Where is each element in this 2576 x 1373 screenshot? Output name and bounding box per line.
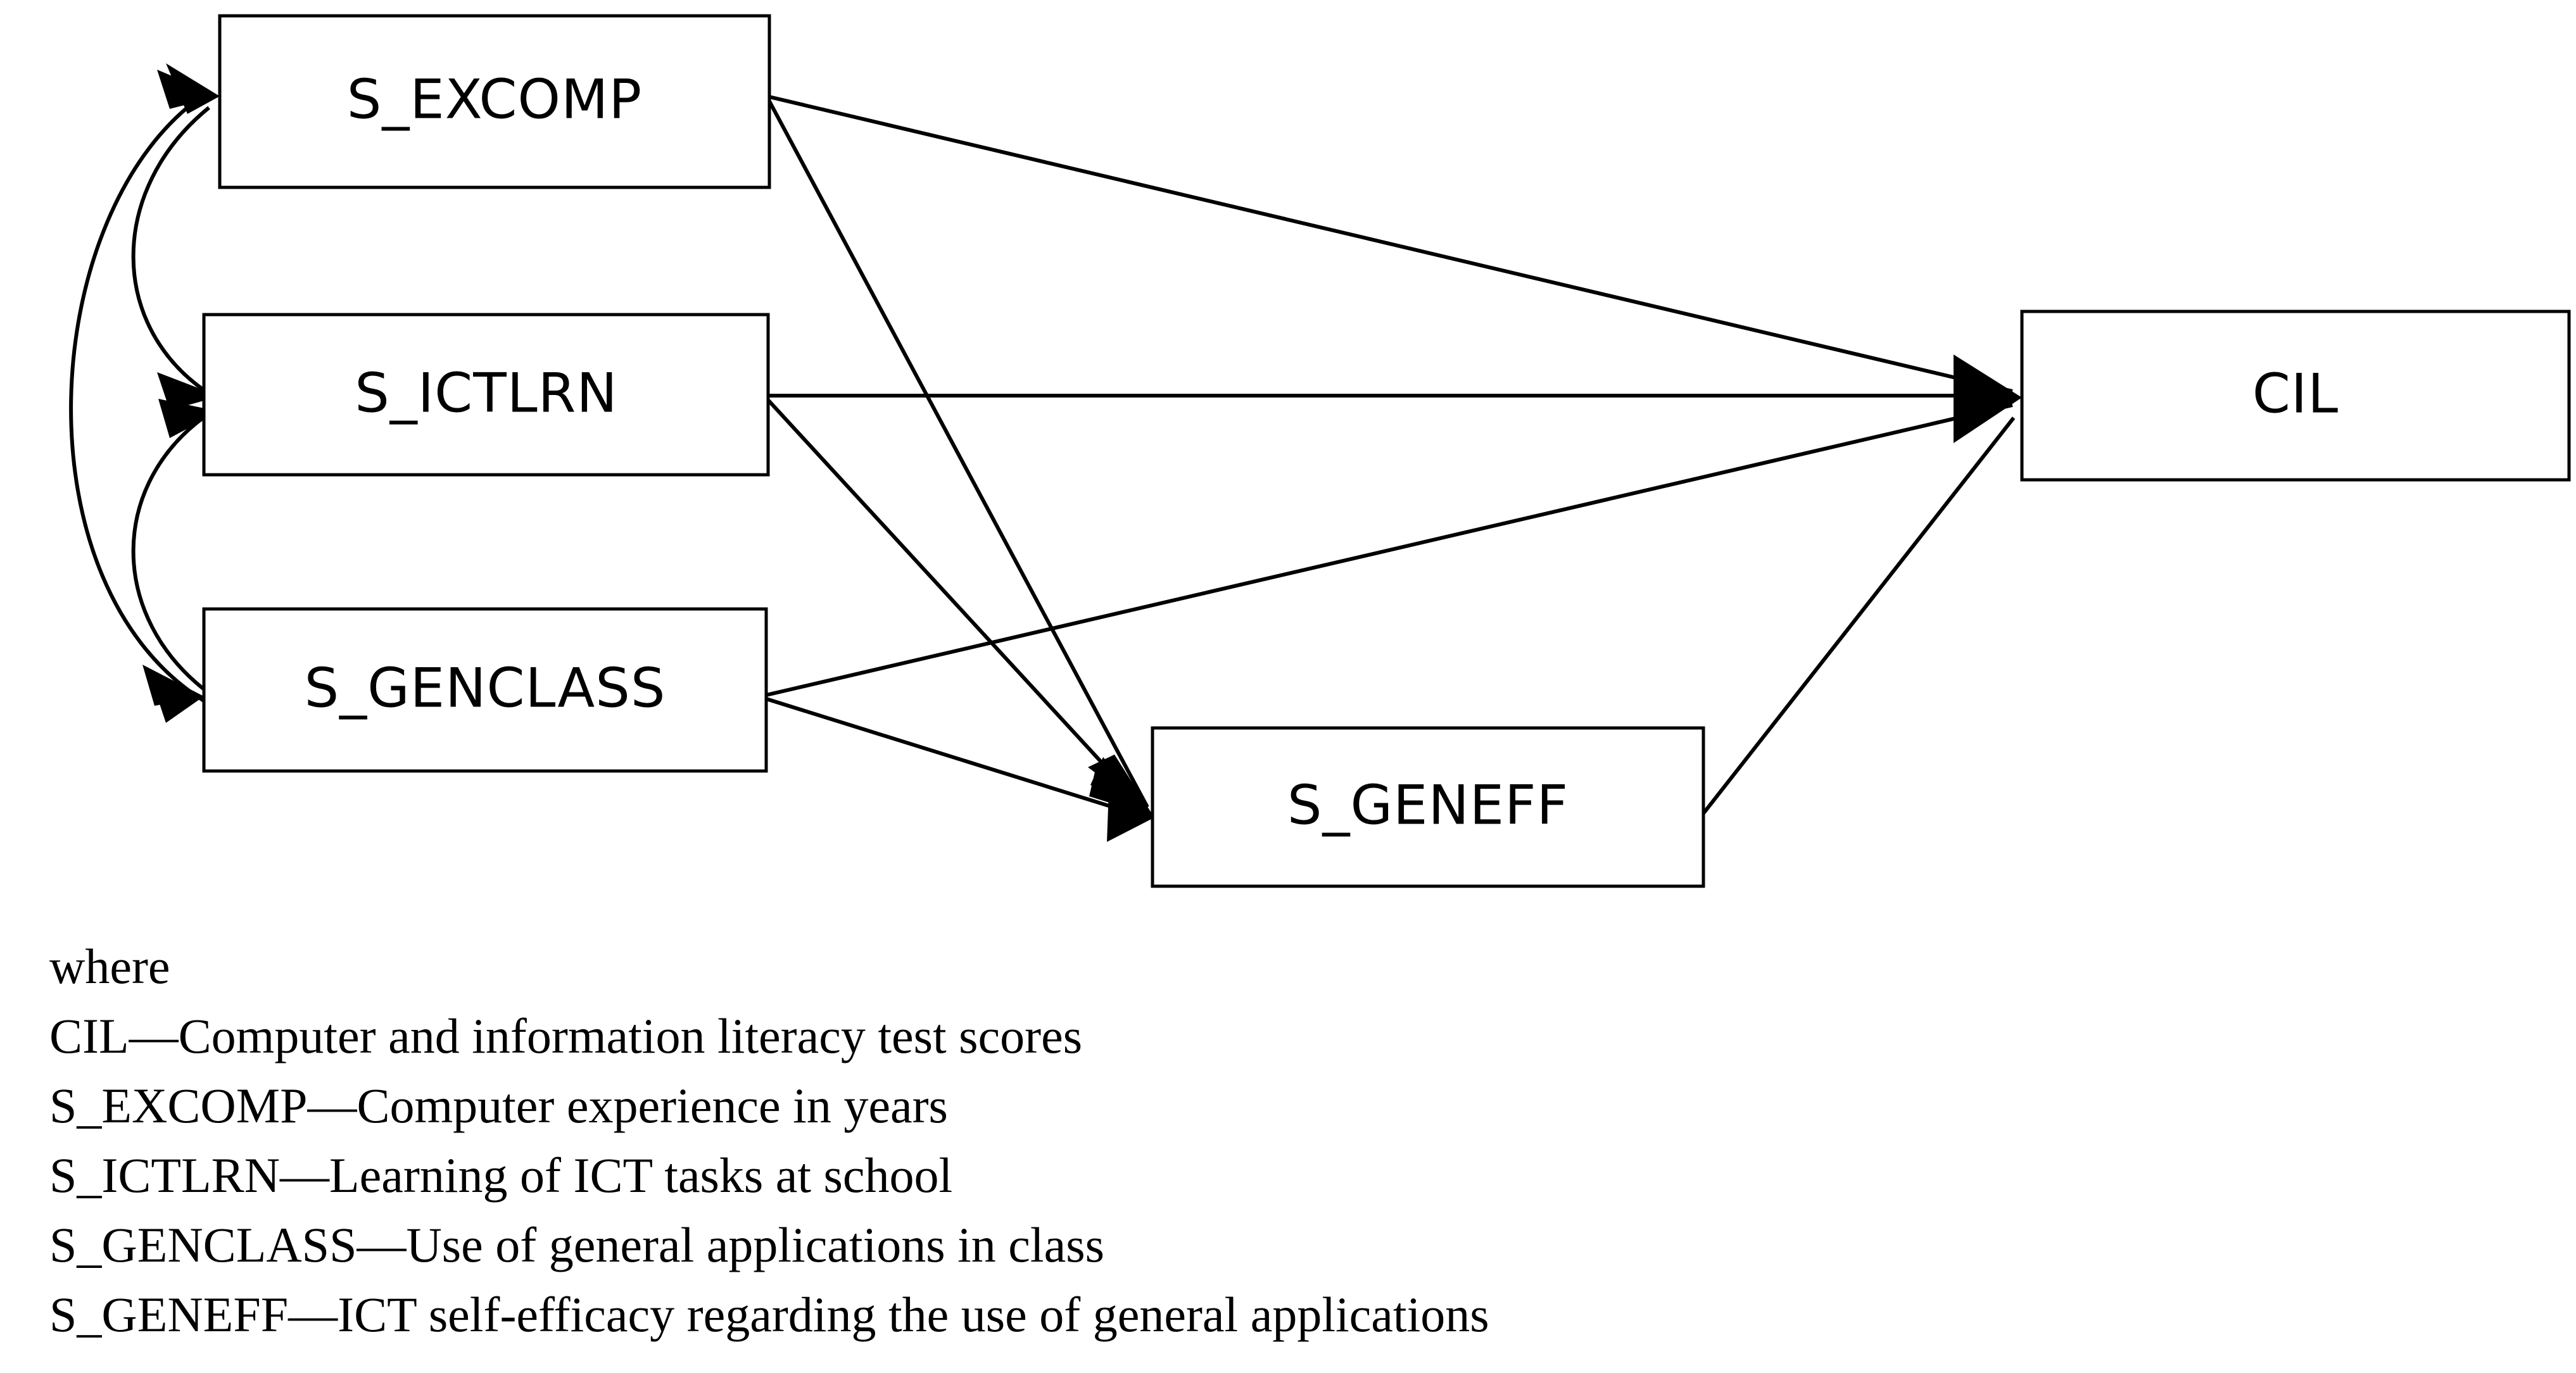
node-s-geneff[interactable]: S_GENEFF: [1151, 726, 1705, 888]
edge-genclass-to-geneff: [766, 697, 1148, 820]
node-s-ictlrn[interactable]: S_ICTLRN: [202, 313, 770, 477]
covariance-ictlrn-genclass: [131, 410, 213, 695]
node-s-excomp[interactable]: S_EXCOMP: [218, 14, 771, 189]
arrowhead-into-cil-b: [1957, 377, 2022, 419]
arrowhead-into-excomp-b: [166, 63, 220, 114]
legend-entry-s-geneff: S_GENEFF—ICT self-efficacy regarding the…: [49, 1287, 1489, 1342]
structural-equation-path-diagram: S_EXCOMP S_ICTLRN S_GENCLASS S_GENEFF CI…: [69, 14, 2571, 888]
legend: where CIL—Computer and information liter…: [49, 932, 2519, 1350]
node-cil[interactable]: CIL: [2020, 310, 2571, 482]
covariance-excomp-ictlrn: [131, 106, 213, 398]
node-box-s-excomp[interactable]: [218, 14, 771, 189]
edge-genclass-to-cil: [766, 403, 2013, 697]
node-label-s-excomp: S_EXCOMP: [347, 68, 642, 131]
legend-entry-s-ictlrn: S_ICTLRN—Learning of ICT tasks at school: [49, 1148, 953, 1203]
node-label-s-geneff: S_GENEFF: [1287, 774, 1569, 837]
node-label-cil: CIL: [2252, 362, 2339, 425]
node-box-s-ictlrn[interactable]: [202, 313, 770, 477]
legend-entry-s-genclass: S_GENCLASS—Use of general applications i…: [49, 1217, 1104, 1272]
arrowhead-into-genclass-b: [151, 677, 204, 723]
node-label-s-genclass: S_GENCLASS: [305, 656, 666, 720]
node-box-s-geneff[interactable]: [1151, 726, 1705, 888]
arrowhead-into-ictlrn-a: [157, 372, 220, 410]
covariance-excomp-genclass: [69, 93, 210, 706]
legend-entry-s-excomp: S_EXCOMP—Computer experience in years: [49, 1078, 948, 1133]
node-s-genclass[interactable]: S_GENCLASS: [202, 607, 768, 773]
arrowhead-into-geneff-main: [1107, 774, 1154, 842]
edge-excomp-to-geneff: [767, 100, 1149, 808]
legend-intro: where: [49, 939, 170, 994]
edge-ictlrn-to-geneff: [766, 398, 1149, 814]
node-label-s-ictlrn: S_ICTLRN: [355, 361, 618, 425]
node-box-s-genclass[interactable]: [202, 607, 768, 773]
legend-entry-cil: CIL—Computer and information literacy te…: [49, 1008, 1083, 1063]
node-box-cil[interactable]: [2020, 310, 2571, 482]
edge-geneff-to-cil: [1702, 417, 2016, 815]
edge-excomp-to-cil: [769, 95, 2013, 393]
